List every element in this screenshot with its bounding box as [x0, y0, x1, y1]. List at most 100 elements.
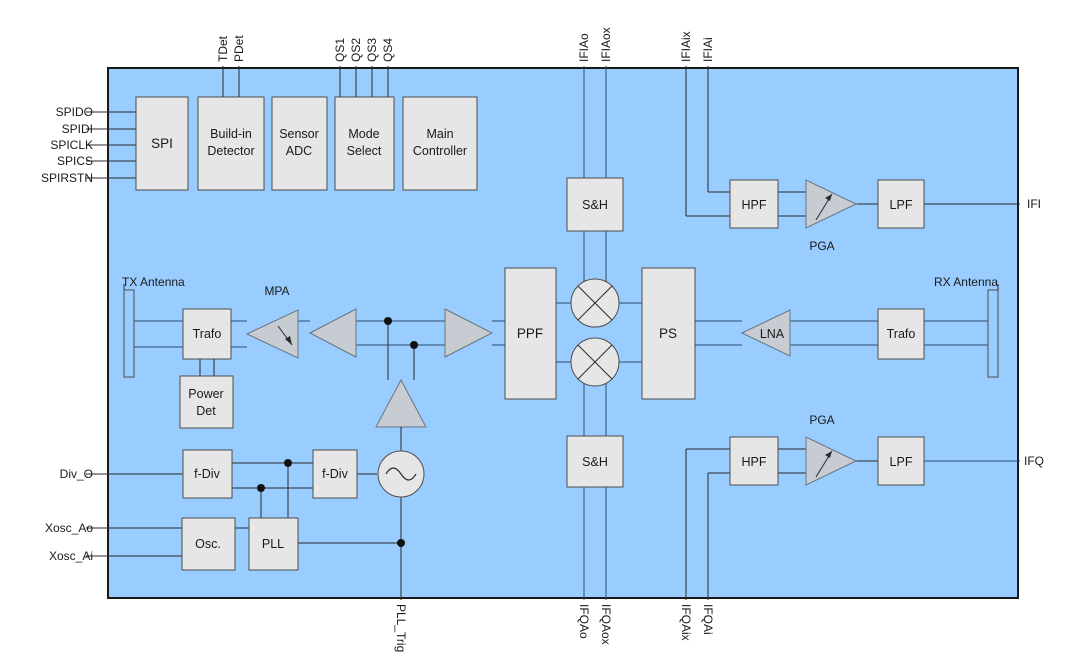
sensor-adc-block — [271, 96, 328, 191]
lpf-bottom-label: LPF — [890, 455, 913, 469]
pin-ifiaox: IFIAox — [599, 27, 613, 62]
junction-dot — [284, 459, 292, 467]
sensor-adc-label-1: Sensor — [279, 127, 319, 141]
hpf-bottom-label: HPF — [742, 455, 767, 469]
ps-block — [641, 267, 696, 400]
sensor-adc-label-2: ADC — [286, 144, 312, 158]
detector-label-2: Detector — [207, 144, 254, 158]
tx-antenna-label: TX Antenna — [122, 275, 185, 289]
hpf-top-block — [729, 179, 779, 229]
trafo-tx-block — [182, 308, 232, 360]
lpf-bottom-block — [877, 436, 925, 486]
lna-label: LNA — [760, 327, 785, 341]
ifi-wires — [685, 66, 1020, 217]
pin-ifiaix: IFIAix — [679, 31, 693, 62]
synth-wires — [86, 462, 402, 600]
pga-top-label: PGA — [809, 239, 834, 253]
pin-pdet: PDet — [232, 35, 246, 62]
lpf-top-block — [877, 179, 925, 229]
main-controller-label-1: Main — [426, 127, 453, 141]
lpf-top-label: LPF — [890, 198, 913, 212]
pin-ifq: IFQ — [1024, 454, 1044, 468]
sh-top-block — [566, 177, 624, 232]
ifq-wires — [685, 448, 1020, 600]
detector-label-1: Build-in — [210, 127, 252, 141]
spi-bus — [86, 111, 136, 179]
driver-amplifier-icon — [308, 308, 357, 358]
trafo-rx-block — [877, 308, 925, 360]
pin-ifiai: IFIAi — [701, 37, 715, 62]
sh-bottom-label: S&H — [582, 455, 608, 469]
pin-ifqaix: IFQAix — [679, 604, 693, 641]
trafo-tx-label: Trafo — [193, 327, 222, 341]
sh-bottom-block — [566, 435, 624, 488]
f-div-1-block — [182, 449, 233, 499]
top-control-wires — [222, 66, 389, 97]
pin-pll-trig: PLL_Trig — [394, 604, 408, 652]
junction-dot — [257, 484, 265, 492]
pin-tdet: TDet — [216, 35, 230, 62]
pin-ifiao: IFIAo — [577, 33, 591, 62]
hpf-bottom-block — [729, 436, 779, 486]
osc-block — [181, 517, 236, 571]
pin-qs2: QS2 — [349, 38, 363, 62]
power-det-block — [179, 375, 234, 429]
spi-label: SPI — [151, 136, 173, 151]
junction-dot — [384, 317, 392, 325]
pll-block — [248, 517, 299, 571]
f-div-2-block — [312, 449, 358, 499]
power-det-label-2: Det — [196, 404, 216, 418]
pga-bottom-label: PGA — [809, 413, 834, 427]
rx-wires — [695, 320, 988, 346]
tx-wires — [134, 320, 505, 348]
mode-select-label-2: Select — [347, 144, 382, 158]
pre-amplifier-icon — [444, 308, 494, 358]
pin-ifi: IFI — [1027, 197, 1041, 211]
tx-antenna-icon — [123, 289, 135, 378]
ppf-block — [504, 267, 557, 400]
osc-label: Osc. — [195, 537, 221, 551]
pin-spiclk: SPICLK — [50, 138, 93, 152]
mixer-links — [556, 302, 642, 363]
lna-amplifier-icon — [740, 309, 791, 357]
trafo-rx-label: Trafo — [887, 327, 916, 341]
mixer-i-icon — [570, 278, 620, 328]
spi-block — [135, 96, 189, 191]
pin-xosc-ao: Xosc_Ao — [45, 521, 93, 535]
mpa-label: MPA — [264, 284, 289, 298]
sh-top-label: S&H — [582, 198, 608, 212]
pin-ifqaox: IFQAox — [599, 604, 613, 645]
pin-spidi: SPIDI — [62, 122, 93, 136]
hpf-top-label: HPF — [742, 198, 767, 212]
mode-select-label-1: Mode — [348, 127, 379, 141]
junction-dot — [410, 341, 418, 349]
pin-spirstn: SPIRSTN — [41, 171, 93, 185]
pin-qs3: QS3 — [365, 38, 379, 62]
f-div-2-label: f-Div — [322, 467, 348, 481]
mpa-amplifier-icon — [245, 309, 299, 359]
rx-antenna-label: RX Antenna — [934, 275, 998, 289]
mixer-q-icon — [570, 337, 620, 387]
junction-dot — [397, 539, 405, 547]
ppf-label: PPF — [517, 326, 543, 341]
pin-ifqai: IFQAi — [701, 604, 715, 635]
detector-block — [197, 96, 265, 191]
pin-spido: SPIDO — [56, 105, 93, 119]
pll-label: PLL — [262, 537, 284, 551]
main-controller-block — [402, 96, 478, 191]
ps-label: PS — [659, 326, 677, 341]
f-div-1-label: f-Div — [194, 467, 220, 481]
vco-icon — [377, 450, 425, 498]
mode-select-block — [334, 96, 395, 191]
power-det-label-1: Power — [188, 387, 223, 401]
rx-antenna-icon — [987, 289, 999, 378]
pin-qs1: QS1 — [333, 38, 347, 62]
main-controller-label-2: Controller — [413, 144, 467, 158]
pin-xosc-ai: Xosc_Ai — [49, 549, 93, 563]
pin-ifqao: IFQAo — [577, 604, 591, 639]
lo-wires — [387, 321, 415, 380]
pin-qs4: QS4 — [381, 38, 395, 62]
pin-spics: SPICS — [57, 154, 93, 168]
pin-div-o: Div_O — [60, 467, 93, 481]
